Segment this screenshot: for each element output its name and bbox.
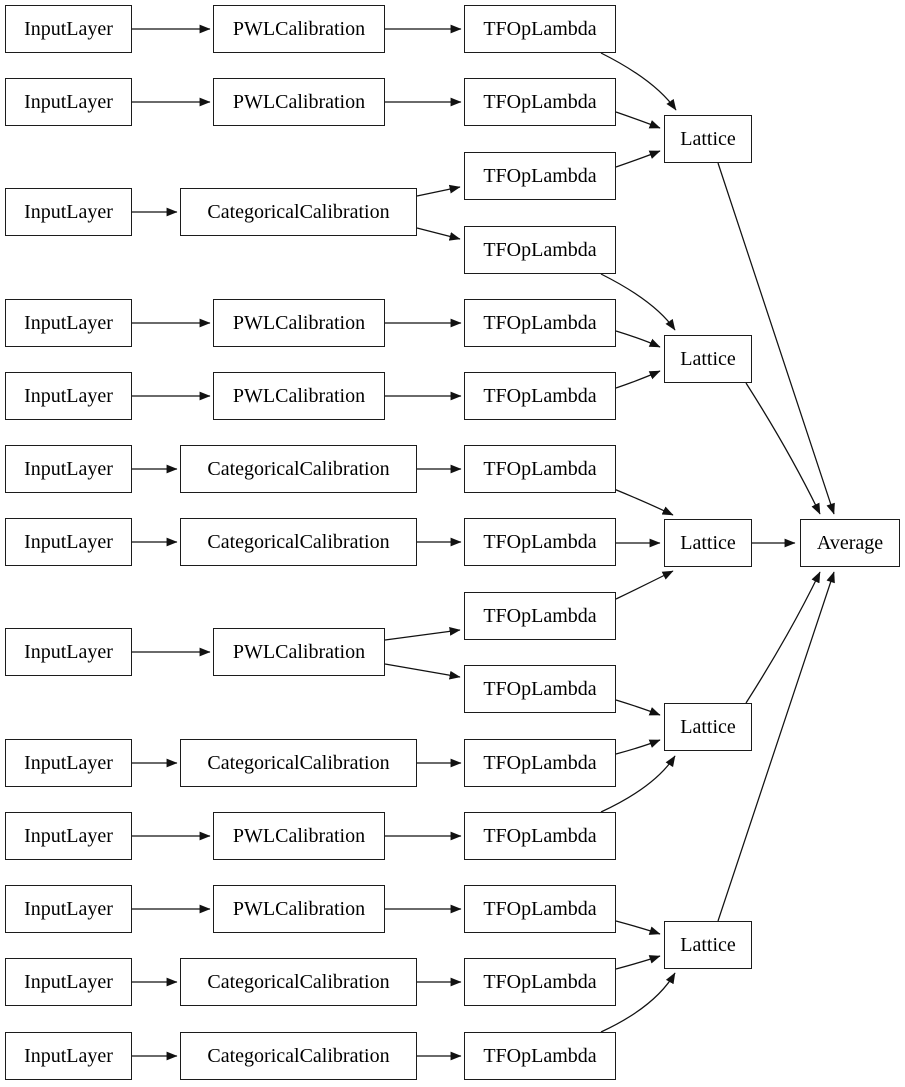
edge-tfop-2-to-lattice-1 — [615, 111, 661, 129]
node-tfop-11: TFOpLambda — [464, 739, 616, 787]
node-input-1: InputLayer — [5, 5, 132, 53]
node-input-2: InputLayer — [5, 78, 132, 126]
node-tfop-10: TFOpLambda — [464, 665, 616, 713]
node-input-4: InputLayer — [5, 299, 132, 347]
edge-tfop-3-to-lattice-1 — [615, 150, 661, 168]
edge-catcal-1-to-tfop-4 — [416, 227, 461, 241]
node-tfop-7: TFOpLambda — [464, 445, 616, 493]
node-pwlcal-1: PWLCalibration — [213, 5, 385, 53]
node-pwlcal-2: PWLCalibration — [213, 78, 385, 126]
node-tfop-8: TFOpLambda — [464, 518, 616, 566]
node-input-10: InputLayer — [5, 812, 132, 860]
edge-tfop-15-to-lattice-5 — [600, 972, 676, 1033]
node-input-11: InputLayer — [5, 885, 132, 933]
node-tfop-3: TFOpLambda — [464, 152, 616, 200]
edge-tfop-1-to-lattice-1 — [600, 52, 677, 111]
edges-group — [132, 24, 835, 1061]
node-tfop-15: TFOpLambda — [464, 1032, 616, 1080]
node-tfop-1: TFOpLambda — [464, 5, 616, 53]
node-input-9: InputLayer — [5, 739, 132, 787]
node-lattice-5: Lattice — [664, 921, 752, 969]
node-catcal-4: CategoricalCalibration — [180, 739, 417, 787]
node-tfop-5: TFOpLambda — [464, 299, 616, 347]
node-catcal-3: CategoricalCalibration — [180, 518, 417, 566]
node-input-5: InputLayer — [5, 372, 132, 420]
edge-tfop-10-to-lattice-4 — [615, 699, 661, 716]
node-tfop-4: TFOpLambda — [464, 226, 616, 274]
edge-lattice-4-to-average — [745, 571, 821, 704]
node-lattice-4: Lattice — [664, 703, 752, 751]
edge-tfop-5-to-lattice-2 — [615, 330, 661, 348]
node-lattice-1: Lattice — [664, 115, 752, 163]
node-catcal-1: CategoricalCalibration — [180, 188, 417, 236]
edge-pwlcal-5-to-tfop-9 — [384, 627, 461, 641]
edge-pwlcal-5-to-tfop-10 — [384, 663, 461, 680]
node-pwlcal-4: PWLCalibration — [213, 372, 385, 420]
node-catcal-5: CategoricalCalibration — [180, 958, 417, 1006]
node-input-8: InputLayer — [5, 628, 132, 676]
node-pwlcal-7: PWLCalibration — [213, 885, 385, 933]
node-catcal-2: CategoricalCalibration — [180, 445, 417, 493]
node-tfop-9: TFOpLambda — [464, 592, 616, 640]
edge-tfop-13-to-lattice-5 — [615, 920, 661, 935]
node-pwlcal-5: PWLCalibration — [213, 628, 385, 676]
edge-tfop-9-to-lattice-3 — [615, 570, 674, 600]
edge-tfop-4-to-lattice-2 — [600, 273, 676, 331]
edge-tfop-6-to-lattice-2 — [615, 370, 661, 389]
node-lattice-2: Lattice — [664, 335, 752, 383]
edge-lattice-1-to-average — [717, 162, 835, 515]
node-input-12: InputLayer — [5, 958, 132, 1006]
node-input-13: InputLayer — [5, 1032, 132, 1080]
node-pwlcal-3: PWLCalibration — [213, 299, 385, 347]
node-lattice-3: Lattice — [664, 519, 752, 567]
edge-lattice-2-to-average — [745, 382, 821, 515]
edge-lattice-5-to-average — [717, 571, 835, 922]
node-pwlcal-6: PWLCalibration — [213, 812, 385, 860]
node-catcal-6: CategoricalCalibration — [180, 1032, 417, 1080]
edge-tfop-7-to-lattice-3 — [613, 488, 674, 516]
node-input-7: InputLayer — [5, 518, 132, 566]
node-tfop-14: TFOpLambda — [464, 958, 616, 1006]
node-tfop-6: TFOpLambda — [464, 372, 616, 420]
edge-tfop-11-to-lattice-4 — [615, 739, 661, 755]
node-tfop-12: TFOpLambda — [464, 812, 616, 860]
node-input-3: InputLayer — [5, 188, 132, 236]
edge-tfop-14-to-lattice-5 — [615, 955, 661, 970]
node-tfop-2: TFOpLambda — [464, 78, 616, 126]
node-tfop-13: TFOpLambda — [464, 885, 616, 933]
edge-tfop-12-to-lattice-4 — [600, 755, 676, 813]
edge-catcal-1-to-tfop-3 — [416, 184, 461, 197]
node-average: Average — [800, 519, 900, 567]
node-input-6: InputLayer — [5, 445, 132, 493]
